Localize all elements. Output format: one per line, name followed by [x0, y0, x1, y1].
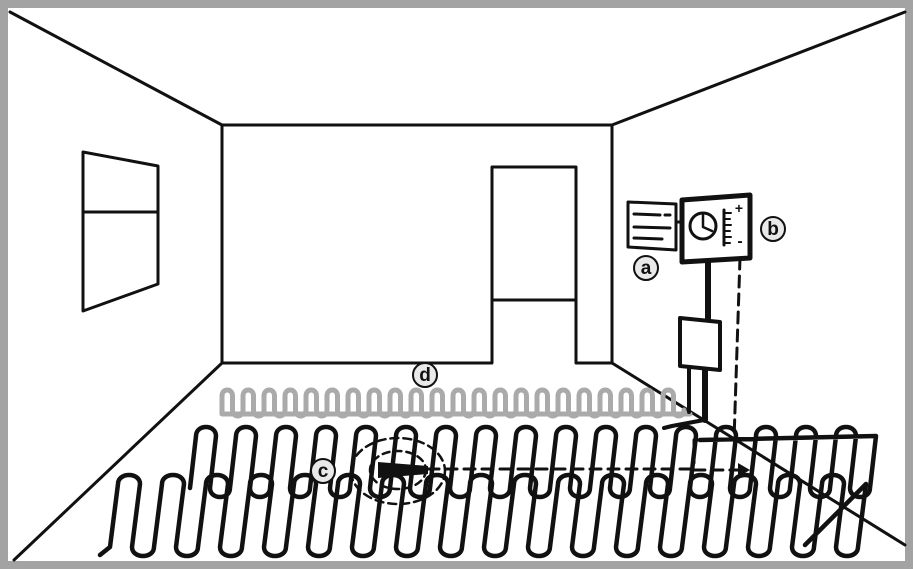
- floor-edge-left: [12, 361, 224, 562]
- heating-cable-front: [97, 472, 869, 559]
- clock-icon: [688, 211, 718, 241]
- junction-mark-4: [632, 236, 664, 241]
- label-a-badge: [633, 255, 659, 281]
- thermostat-b: + -: [679, 192, 753, 265]
- label-d: d: [412, 362, 438, 388]
- label-c: c: [310, 458, 336, 484]
- thermostat-body: [679, 192, 753, 265]
- relay-box: [678, 316, 722, 372]
- heating-cable-middle: [187, 424, 879, 500]
- ceiling-edge-right: [610, 10, 907, 127]
- label-b-badge: [760, 216, 786, 242]
- sensor-wire-right: [692, 256, 742, 472]
- ceiling-edge-left: [8, 10, 224, 127]
- heating-cable-d: [219, 387, 693, 419]
- floor-sensor-wire: [426, 256, 742, 472]
- thermostat-minus: -: [737, 233, 742, 250]
- sensor-zone-outer: [349, 436, 447, 506]
- junction-mark-1: [632, 212, 662, 217]
- window-frame: [81, 150, 160, 313]
- junction-box-a: [626, 200, 678, 252]
- label-d-badge: [412, 362, 438, 388]
- label-c-badge: [310, 458, 336, 484]
- sensor-wire-arrow: [738, 463, 750, 477]
- label-d-text: d: [419, 365, 431, 386]
- wall-wiring: [662, 220, 711, 430]
- floor-sensor: [349, 436, 447, 506]
- back-wall-floor-with-door: [220, 165, 614, 365]
- cable-to-floor: [662, 418, 706, 430]
- junction-box: [626, 200, 678, 252]
- window: [81, 150, 160, 313]
- label-a-text: a: [641, 258, 652, 279]
- sensor-probe: [378, 462, 428, 478]
- junction-mark-3: [632, 225, 672, 230]
- label-b-text: b: [767, 219, 779, 240]
- heating-cables: [97, 387, 879, 559]
- level-scale-icon: [722, 208, 732, 247]
- thermostat-plus: +: [735, 200, 743, 216]
- label-c-text: c: [318, 461, 329, 482]
- label-b: b: [760, 216, 786, 242]
- label-a: a: [633, 255, 659, 281]
